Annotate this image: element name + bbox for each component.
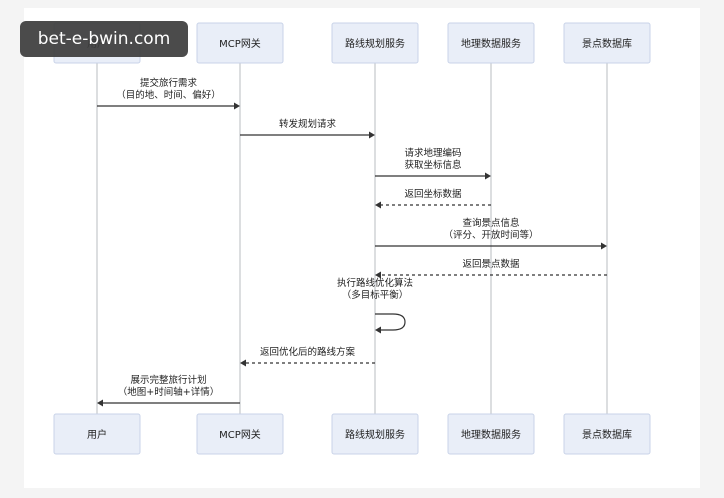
- message-label-8-0: 展示完整旅行计划: [130, 374, 206, 386]
- message-label-2-0: 请求地理编码: [404, 147, 461, 159]
- participant-label-route-bottom: 路线规划服务: [345, 428, 405, 441]
- participant-box-user-bottom: [53, 413, 141, 455]
- participant-label-user-bottom: 用户: [87, 428, 107, 441]
- message-label-5-0: 返回景点数据: [462, 258, 520, 270]
- message-label-6-1: （多目标平衡）: [342, 289, 409, 301]
- message-arrowhead-2: [485, 172, 491, 180]
- message-arrowhead-1: [369, 131, 375, 139]
- message-arrowhead-3: [375, 201, 381, 209]
- message-arrowhead-4: [601, 242, 607, 250]
- watermark: bet-e-bwin.com: [20, 21, 188, 57]
- message-arrowhead-5: [375, 271, 381, 279]
- message-label-2-1: 获取坐标信息: [404, 159, 461, 171]
- message-line-6: [375, 313, 406, 331]
- message-arrowhead-7: [240, 359, 246, 367]
- participant-label-gateway-bottom: MCP网关: [219, 428, 261, 441]
- diagram-canvas: [24, 8, 700, 488]
- message-label-4-1: （评分、开放时间等）: [443, 229, 538, 241]
- participant-label-gateway-top: MCP网关: [219, 37, 261, 50]
- message-label-4-0: 查询景点信息: [462, 217, 519, 229]
- participant-box-gateway-top: [196, 22, 284, 64]
- participant-box-geo-bottom: [447, 413, 535, 455]
- participant-label-geo-top: 地理数据服务: [461, 37, 521, 50]
- message-label-0-0: 提交旅行需求: [140, 77, 198, 89]
- participant-box-poi-top: [563, 22, 651, 64]
- message-arrowhead-0: [234, 102, 240, 110]
- participant-label-poi-bottom: 景点数据库: [582, 428, 632, 441]
- message-label-0-1: （目的地、时间、偏好）: [116, 89, 221, 101]
- message-arrowhead-6: [375, 326, 381, 334]
- participant-box-route-bottom: [331, 413, 419, 455]
- message-label-1-0: 转发规划请求: [279, 118, 337, 130]
- message-label-7-0: 返回优化后的路线方案: [260, 346, 356, 358]
- message-label-8-1: （地图+时间轴+详情）: [118, 386, 219, 398]
- participant-label-geo-bottom: 地理数据服务: [461, 428, 521, 441]
- message-arrowhead-8: [97, 399, 103, 407]
- participant-label-route-top: 路线规划服务: [345, 37, 405, 50]
- participant-box-gateway-bottom: [196, 413, 284, 455]
- message-label-3-0: 返回坐标数据: [404, 188, 462, 200]
- participant-box-route-top: [331, 22, 419, 64]
- participant-box-geo-top: [447, 22, 535, 64]
- message-label-6-0: 执行路线优化算法: [337, 277, 413, 289]
- participant-box-poi-bottom: [563, 413, 651, 455]
- participant-label-poi-top: 景点数据库: [582, 37, 632, 50]
